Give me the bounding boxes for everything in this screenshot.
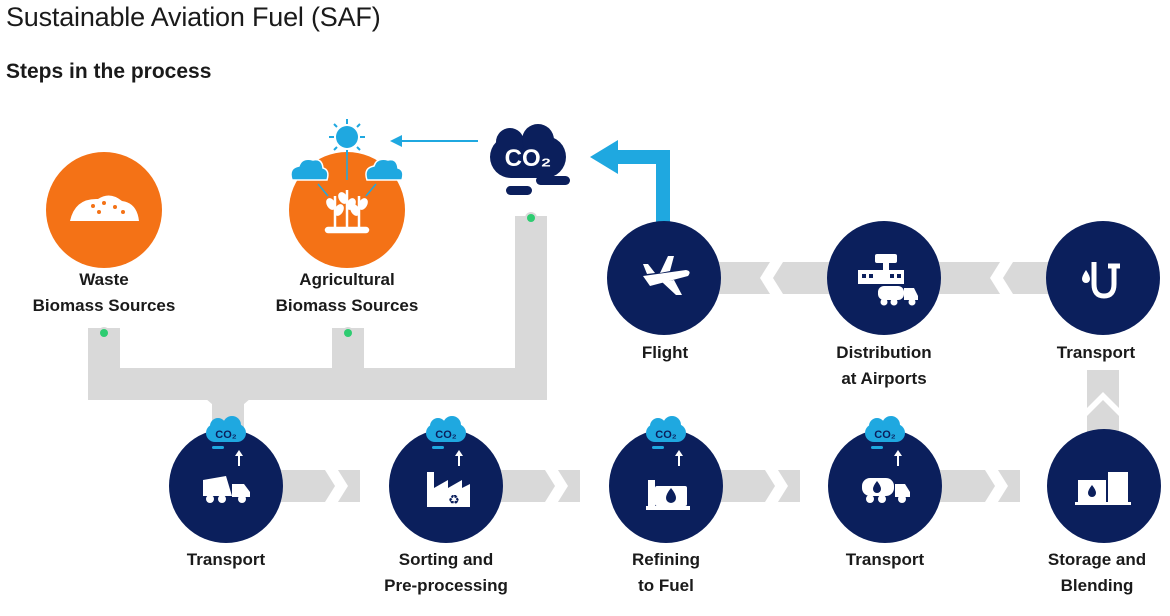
cloud-right-icon [365, 158, 404, 181]
rain-arrows [317, 150, 377, 197]
wheat-icon [324, 190, 370, 234]
soil-mound-icon [70, 195, 139, 221]
co2-badge-1: CO₂ [206, 416, 246, 466]
label-flight: Flight [641, 343, 689, 362]
absorption-arrow [390, 135, 478, 147]
page-title: Sustainable Aviation Fuel (SAF) [6, 2, 381, 32]
airport-tower-icon [858, 254, 918, 306]
co2-badge-3: CO₂ [646, 416, 686, 466]
sun-icon [329, 119, 365, 155]
co2-badge-4: CO₂ [865, 416, 905, 466]
vertical-track [1087, 370, 1119, 432]
label-agricultural-biomass: Agricultural Biomass Sources [275, 270, 419, 315]
step-flight [607, 221, 721, 335]
label-distribution: Distribution at Airports [836, 343, 932, 388]
label-sorting: Sorting and Pre-processing [384, 550, 508, 595]
step-transport-3 [1046, 221, 1160, 335]
label-refining: Refining to Fuel [632, 550, 700, 595]
label-waste-biomass: Waste Biomass Sources [32, 270, 176, 315]
emission-arrow [590, 140, 670, 224]
step-sorting: ♻ [389, 429, 503, 543]
step-transport-2 [828, 429, 942, 543]
step-transport-1 [169, 429, 283, 543]
step-storage [1047, 429, 1161, 543]
storage-tank-icon [1075, 472, 1131, 505]
svg-text:♻: ♻ [448, 493, 460, 508]
co2-main-label: CO₂ [505, 145, 552, 172]
agricultural-biomass-node [289, 119, 405, 268]
co2-badge-2: CO₂ [426, 416, 466, 466]
waste-biomass-node [46, 152, 162, 268]
svg-text:CO₂: CO₂ [435, 429, 457, 441]
svg-text:CO₂: CO₂ [874, 429, 896, 441]
tanker-truck-icon [862, 478, 910, 503]
label-transport-2: Transport [845, 550, 925, 569]
merge-track [88, 216, 547, 428]
label-transport-3: Transport [1056, 343, 1136, 362]
pipeline-icon [1091, 262, 1120, 299]
label-storage: Storage and Blending [1047, 550, 1147, 595]
garbage-truck-icon [203, 476, 250, 503]
co2-cloud-icon: CO₂ [490, 124, 570, 195]
step-distribution [827, 221, 941, 335]
connection-dots [98, 212, 537, 339]
factory-recycle-icon: ♻ [427, 472, 470, 508]
svg-text:CO₂: CO₂ [655, 429, 677, 441]
emission-badges: CO₂ CO₂ CO₂ CO₂ [206, 416, 905, 466]
svg-text:CO₂: CO₂ [215, 429, 237, 441]
bottom-chevrons [325, 470, 1008, 502]
label-transport-1: Transport [186, 550, 266, 569]
top-chevrons [760, 262, 1013, 294]
airplane-icon [643, 256, 690, 295]
step-refining [609, 429, 723, 543]
cloud-left-icon [290, 158, 329, 181]
refinery-drop-icon [646, 480, 690, 510]
page-subtitle: Steps in the process [6, 60, 212, 83]
